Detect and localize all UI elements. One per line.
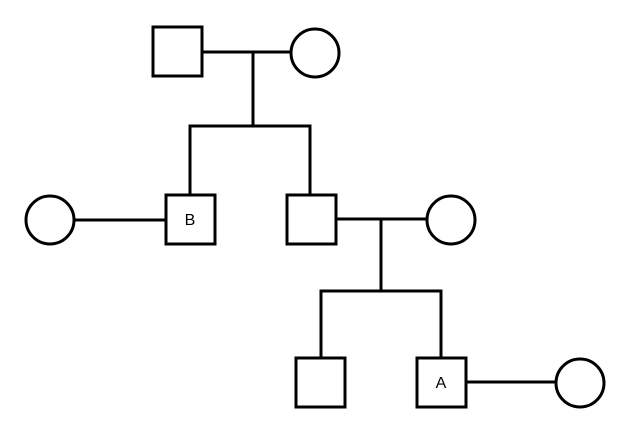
spouse-of-a-circle — [554, 357, 606, 409]
gen3-male-square — [294, 356, 347, 409]
individual-a: A — [415, 356, 468, 409]
b-square — [164, 193, 217, 246]
a-label: A — [436, 375, 447, 392]
gen2-male-square — [285, 193, 338, 246]
a-square — [415, 356, 468, 409]
gen1-male-square — [151, 25, 204, 78]
gen1-female-circle — [289, 27, 341, 79]
spouse-of-b-circle — [24, 194, 76, 246]
b-label: B — [185, 212, 196, 229]
spouse-of-gen2-male-circle — [425, 194, 477, 246]
individual-b: B — [164, 193, 217, 246]
